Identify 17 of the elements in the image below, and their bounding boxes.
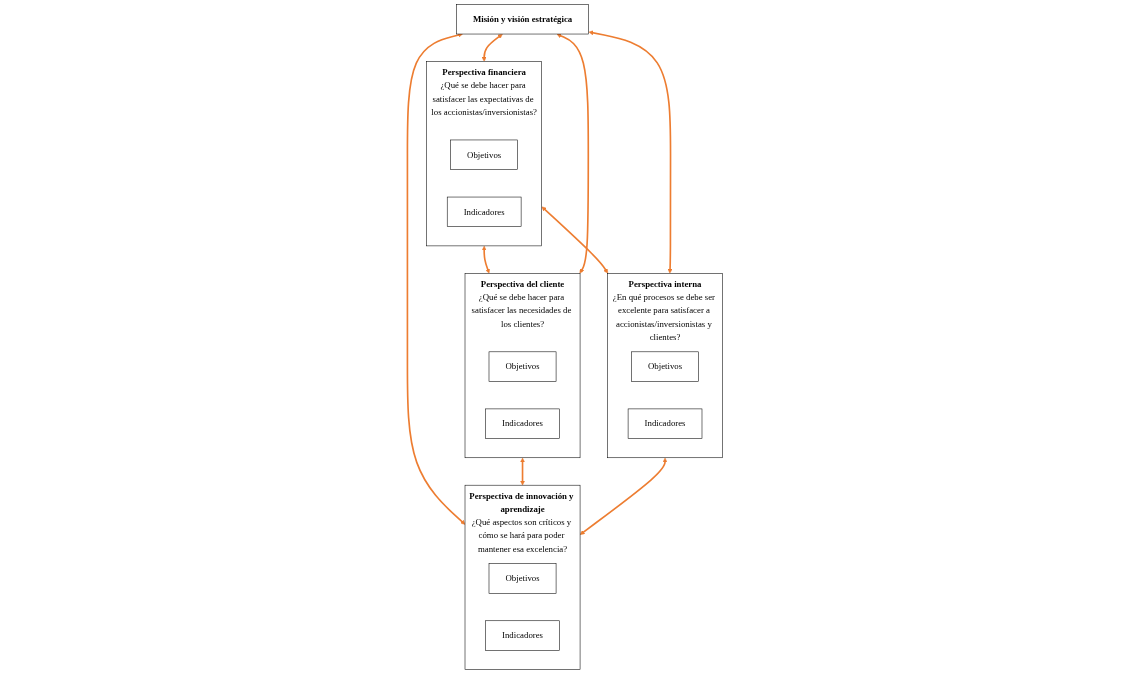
arrow <box>556 33 590 274</box>
arrow <box>481 245 490 274</box>
arrow <box>541 206 608 274</box>
node-box: Misión y visión estratégica <box>456 4 589 35</box>
node-box: Objetivos <box>488 351 557 382</box>
arrow <box>406 32 466 525</box>
node-box: Objetivos <box>450 139 518 170</box>
node-box: Indicadores <box>446 196 522 227</box>
arrow <box>520 457 525 486</box>
node-box: Indicadores <box>627 408 703 439</box>
arrow <box>588 30 673 274</box>
node-box: Indicadores <box>485 620 560 651</box>
node-box: Objetivos <box>631 351 699 382</box>
arrow <box>481 33 503 62</box>
node-box: Objetivos <box>488 563 557 594</box>
node-box: Indicadores <box>485 408 560 439</box>
arrow <box>579 457 668 535</box>
